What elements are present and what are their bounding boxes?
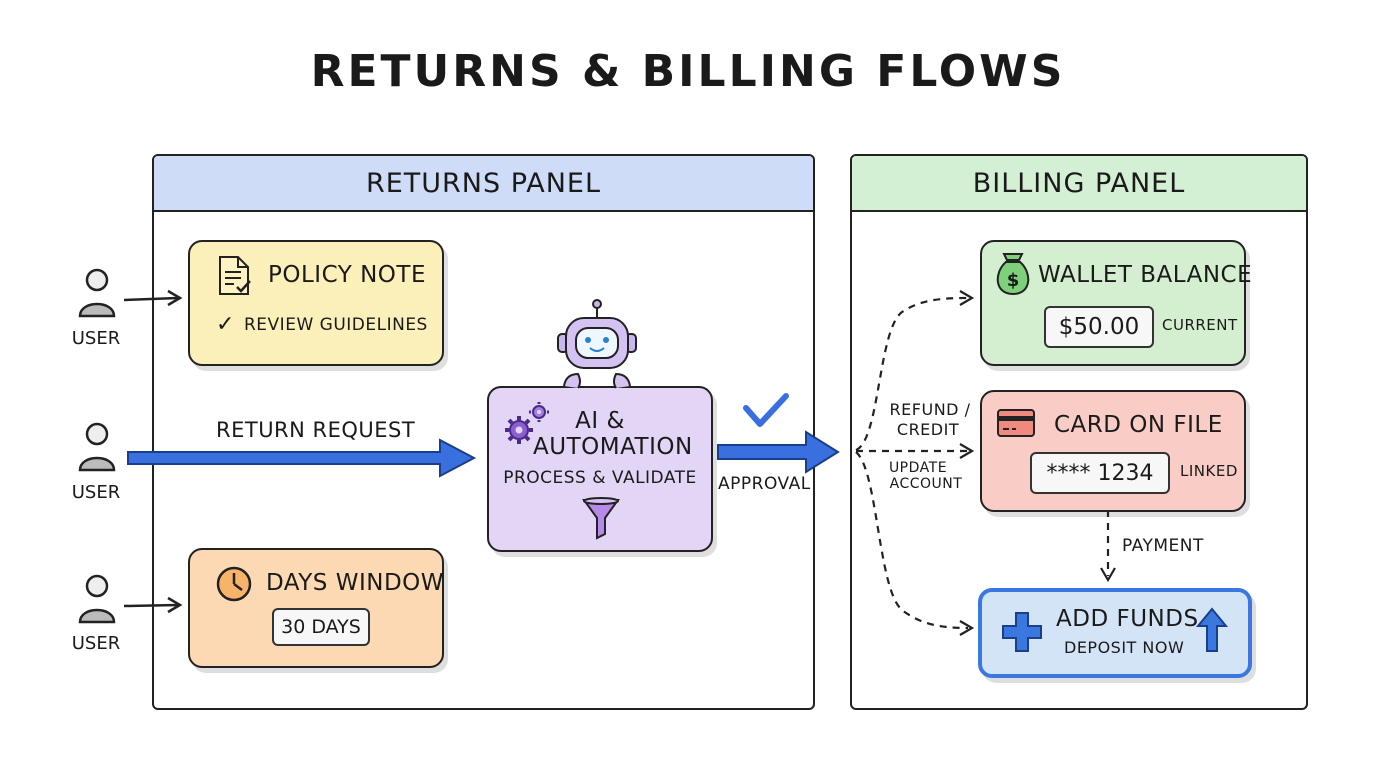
svg-text:$: $: [1007, 270, 1020, 291]
approval-arrow: [717, 430, 840, 474]
add-funds-title: ADD FUNDS: [1056, 606, 1199, 632]
robot-icon: [557, 299, 637, 389]
user-label: USER: [71, 328, 121, 349]
user-to-days-arrow: [123, 596, 183, 614]
days-window-card[interactable]: DAYS WINDOW 30 DAYS: [188, 548, 444, 668]
user-label: USER: [71, 482, 121, 503]
card-number-chip: **** 1234: [1030, 452, 1170, 494]
ai-subtitle: PROCESS & VALIDATE: [503, 468, 697, 488]
return-request-label: RETURN REQUEST: [216, 418, 416, 442]
ai-title-line1: AI &: [575, 408, 625, 434]
wallet-amount: $50.00: [1058, 314, 1140, 340]
days-window-title: DAYS WINDOW: [266, 570, 444, 596]
user-to-policy-arrow: [123, 289, 183, 307]
user-label: USER: [71, 633, 121, 654]
card-on-file-card[interactable]: CARD ON FILE **** 1234 LINKED: [980, 390, 1246, 512]
card-on-file-title: CARD ON FILE: [1054, 412, 1223, 438]
wallet-amount-chip: $50.00: [1044, 306, 1154, 348]
card-status: LINKED: [1180, 462, 1238, 480]
plus-icon: [1002, 612, 1042, 652]
approval-label: APPROVAL: [718, 474, 811, 494]
user-icon: [78, 422, 116, 472]
policy-note-subtitle: REVIEW GUIDELINES: [244, 315, 428, 335]
refund-label-line2: CREDIT: [896, 420, 960, 439]
credit-card-icon: [997, 409, 1035, 437]
policy-note-check: ✓: [216, 312, 235, 337]
billing-panel-title: BILLING PANEL: [972, 167, 1186, 199]
user-icon: [78, 268, 116, 318]
arrow-up-icon: [1196, 607, 1228, 652]
user-icon: [78, 574, 116, 624]
document-check-icon: [219, 256, 251, 295]
add-funds-subtitle: DEPOSIT NOW: [1064, 638, 1185, 657]
returns-panel-title: RETURNS PANEL: [365, 167, 602, 199]
wallet-balance-card[interactable]: $ WALLET BALANCE $50.00 CURRENT: [980, 240, 1252, 366]
billing-panel-header: BILLING PANEL: [852, 156, 1306, 212]
wallet-status: CURRENT: [1162, 316, 1238, 334]
ai-title-line2: AUTOMATION: [533, 434, 693, 460]
update-label-line2: ACCOUNT: [889, 476, 963, 492]
add-funds-card[interactable]: ADD FUNDS DEPOSIT NOW: [978, 588, 1252, 678]
refund-label-line1: REFUND /: [889, 400, 971, 419]
update-label-line1: UPDATE: [888, 460, 948, 476]
card-number: **** 1234: [1046, 460, 1154, 486]
money-bag-icon: $: [996, 253, 1030, 296]
deposit-dashed-arrow: [855, 451, 969, 630]
returns-panel-header: RETURNS PANEL: [154, 156, 813, 212]
gears-icon: [505, 402, 549, 444]
clock-icon: [216, 566, 252, 602]
refund-dashed-arrow: [855, 296, 969, 452]
days-window-value: 30 DAYS: [281, 616, 361, 638]
ai-automation-card[interactable]: AI & AUTOMATION PROCESS & VALIDATE: [487, 386, 713, 552]
diagram-title: RETURNS & BILLING FLOWS: [310, 46, 1066, 97]
funnel-icon: [582, 497, 620, 540]
check-icon: [743, 393, 789, 427]
policy-note-title: POLICY NOTE: [268, 262, 426, 288]
payment-label: PAYMENT: [1122, 536, 1204, 556]
policy-note-card[interactable]: POLICY NOTE ✓ REVIEW GUIDELINES: [188, 240, 444, 366]
return-request-arrow: [127, 438, 477, 478]
wallet-title: WALLET BALANCE: [1038, 262, 1253, 288]
days-window-value-chip: 30 DAYS: [272, 608, 370, 646]
